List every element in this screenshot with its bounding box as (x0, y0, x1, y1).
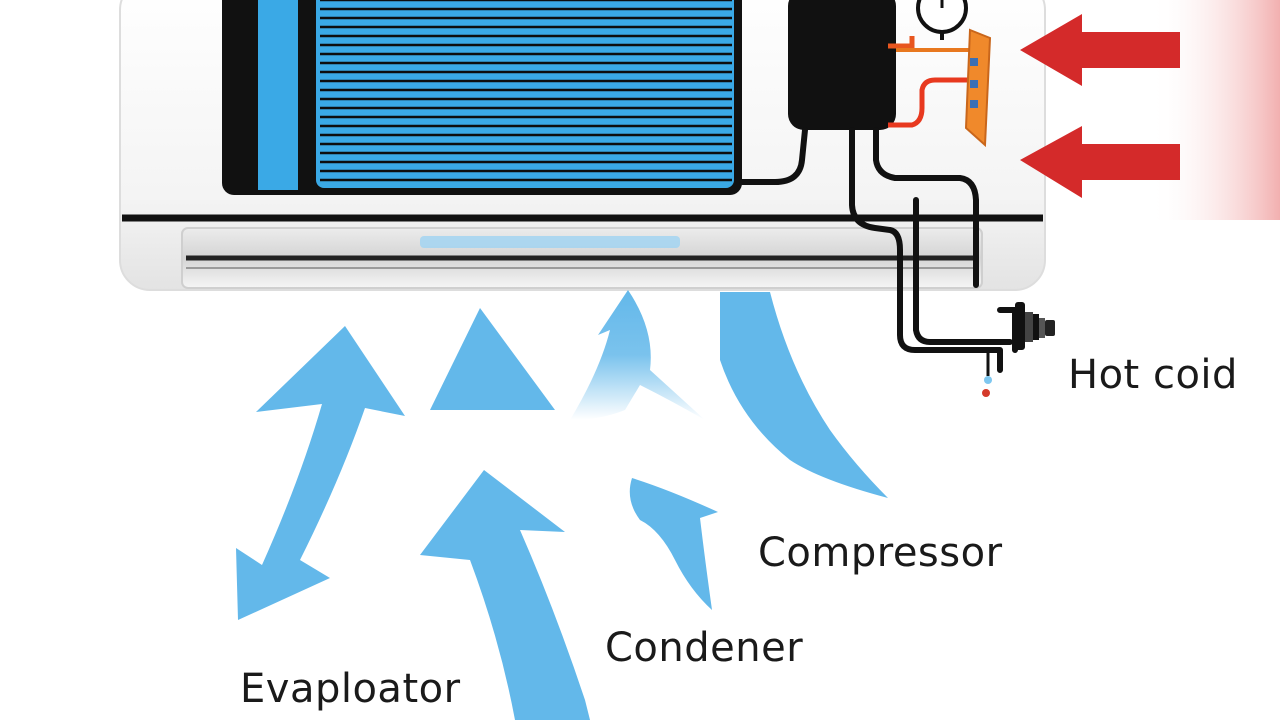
pipe (849, 127, 1003, 373)
hot-air-arrow-icon (1020, 14, 1180, 86)
cool-air-arrows (236, 290, 888, 720)
coil-side-strip (300, 0, 314, 190)
cool-air-arrow-icon (629, 478, 718, 610)
coil-side-strip (258, 0, 298, 190)
coil-assembly (222, 0, 742, 195)
orange-line (888, 36, 915, 49)
cool-air-arrow-icon (570, 290, 705, 420)
hot-air-arrow-icon (1020, 126, 1180, 198)
valve-icon (964, 28, 992, 148)
hot-coil-component (982, 302, 1055, 397)
cool-air-arrow-icon (236, 326, 405, 620)
pipe (739, 127, 808, 185)
red-line (888, 77, 970, 128)
evaporator-label: Evaploator (240, 666, 461, 712)
compressor-label: Compressor (758, 530, 1003, 576)
pipe (873, 127, 979, 288)
pipe (913, 197, 1013, 345)
gauge-icon (916, 0, 968, 40)
compressor-block (788, 0, 896, 130)
coil-fin-lines (320, 0, 732, 182)
vent-blue-glow (420, 236, 680, 248)
cool-air-arrow-icon (720, 292, 888, 498)
cool-air-arrow-icon (430, 308, 555, 410)
coil-fins (316, 0, 734, 188)
cool-air-arrow-icon (420, 470, 590, 720)
condenser-label: Condener (605, 625, 804, 671)
hot-coil-label: Hot coid (1068, 352, 1238, 398)
